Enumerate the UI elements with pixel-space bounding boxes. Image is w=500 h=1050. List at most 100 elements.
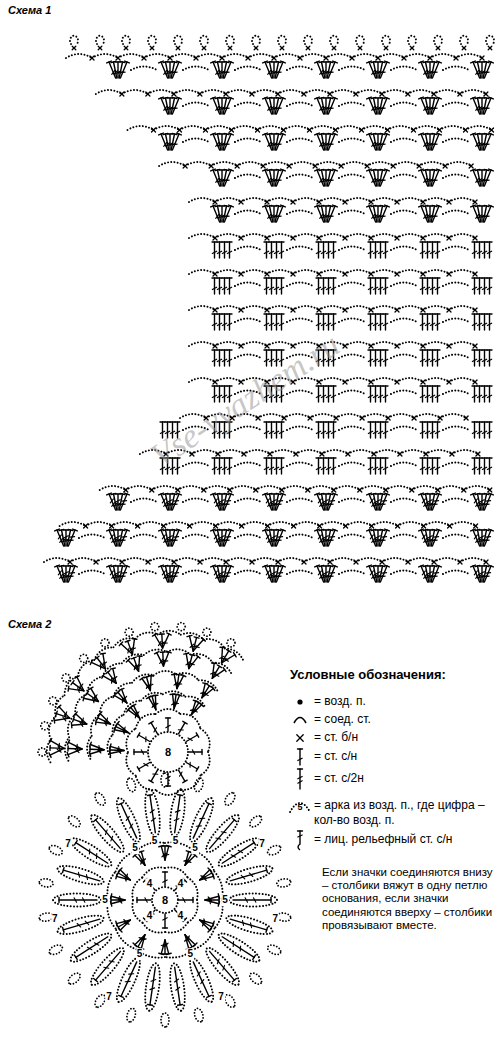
stitch-line <box>427 278 428 294</box>
chain-arch <box>267 342 293 346</box>
chain-arch <box>398 522 424 526</box>
stitch-line <box>212 277 217 278</box>
stitch-line <box>328 61 333 62</box>
stitch-line <box>222 287 226 289</box>
stitch-line <box>473 236 477 240</box>
stitch-line <box>428 500 432 502</box>
stitch-line <box>435 385 440 386</box>
stitch-line <box>177 61 182 63</box>
stitch-line <box>484 170 491 186</box>
stitch-line <box>487 313 492 314</box>
chain-arch <box>438 486 464 490</box>
stitch-line <box>426 170 429 186</box>
chain-arch <box>443 283 469 287</box>
stitch-line <box>385 350 386 366</box>
stitch-line <box>425 313 430 314</box>
chain-arch <box>215 270 241 274</box>
stitch-line <box>378 251 382 253</box>
stitch-line <box>316 421 321 422</box>
chain-arch <box>287 499 313 503</box>
chain-arch <box>339 175 365 179</box>
stitch-line <box>380 529 385 530</box>
stitch-line <box>432 422 433 438</box>
stitch-line <box>172 504 177 506</box>
stitch-line <box>273 62 274 78</box>
stitch-line <box>120 530 127 546</box>
chain-arch <box>391 211 417 215</box>
stitch-line <box>326 287 330 289</box>
stitch-line <box>276 530 283 546</box>
stitch-line <box>217 359 221 361</box>
chain-arch <box>241 270 267 274</box>
chain-arch <box>230 486 256 490</box>
stitch-line <box>322 170 325 186</box>
chain-arch <box>339 139 365 143</box>
chain-arch <box>293 306 319 310</box>
chain-arch <box>66 54 92 58</box>
stitch-line <box>333 529 338 531</box>
stitch-line <box>279 313 284 314</box>
stitch-line <box>477 349 482 350</box>
chain-arch <box>112 522 138 526</box>
chain-arch <box>408 90 434 94</box>
stitch-line <box>432 108 437 110</box>
stitch-line <box>228 46 232 50</box>
stitch-line <box>218 62 221 78</box>
stitch-line <box>333 458 334 474</box>
stitch-line <box>432 314 433 330</box>
stitch-line <box>218 134 221 150</box>
stitch-line <box>228 46 232 50</box>
stitch-line <box>432 278 433 294</box>
chain-arch <box>423 198 449 202</box>
stitch-line <box>229 493 234 495</box>
stitch-line <box>484 458 485 474</box>
chain-arch <box>456 54 482 58</box>
stitch-line <box>72 46 76 50</box>
chain-arch <box>404 54 430 58</box>
stitch-line <box>383 421 388 422</box>
chain-arch <box>189 342 215 346</box>
stitch-line <box>221 134 222 150</box>
stitch-line <box>224 72 229 74</box>
stitch-line <box>473 308 477 312</box>
stitch-line <box>377 98 378 114</box>
chain-arch <box>423 306 449 310</box>
stitch-line <box>328 314 329 330</box>
stitch-line <box>420 277 425 278</box>
stitch-line <box>124 46 128 50</box>
stitch-line <box>378 421 383 422</box>
stitch-line <box>279 323 283 325</box>
chain-arch <box>386 486 412 490</box>
stitch-line <box>222 349 227 350</box>
stitch-line <box>264 287 268 289</box>
stitch-line <box>229 133 234 135</box>
stitch-line <box>484 504 489 506</box>
stitch-line <box>279 467 283 469</box>
stitch-line <box>474 524 478 528</box>
chain-arch <box>170 54 196 58</box>
stitch-line <box>482 457 487 458</box>
stitch-line <box>271 458 272 474</box>
stitch-line <box>328 98 335 114</box>
stitch-line <box>377 170 378 186</box>
stitch-line <box>264 323 268 325</box>
stitch-line <box>472 349 477 350</box>
stitch-line <box>276 494 283 510</box>
stitch-line <box>269 457 274 458</box>
stitch-line <box>380 386 381 402</box>
stitch-line <box>373 251 377 253</box>
stitch-line <box>385 422 386 438</box>
stitch-line <box>224 98 231 114</box>
chain-arch <box>315 162 341 166</box>
stitch-line <box>331 277 336 278</box>
stitch-line <box>425 431 429 433</box>
stitch-line <box>425 323 429 325</box>
picot <box>486 36 494 44</box>
stitch-line <box>172 98 179 114</box>
stitch-line <box>426 98 429 114</box>
chain-arch <box>128 126 154 130</box>
stitch-line <box>219 350 220 366</box>
stitch-line <box>484 386 485 402</box>
stitch-line <box>368 277 373 278</box>
stitch-line <box>322 62 325 78</box>
